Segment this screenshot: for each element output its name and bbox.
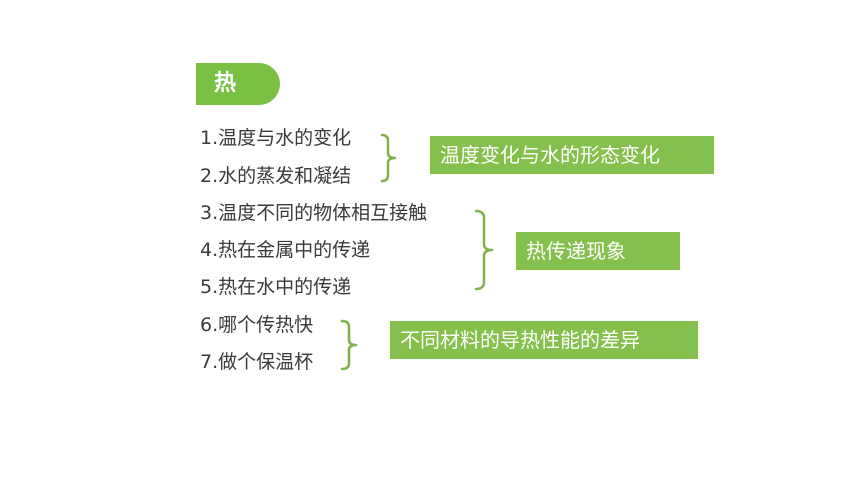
list-item-1: 1.温度与水的变化 <box>200 127 352 149</box>
group-label-2: 热传递现象 <box>516 232 680 270</box>
list-item-2: 2.水的蒸发和凝结 <box>200 165 352 187</box>
list-item-4: 4.热在金属中的传递 <box>200 239 371 261</box>
brace-group-2 <box>474 209 494 291</box>
list-item-7: 7.做个保温杯 <box>200 351 314 373</box>
page-title: 热 <box>196 63 280 105</box>
list-item-3: 3.温度不同的物体相互接触 <box>200 202 428 224</box>
list-item-5: 5.热在水中的传递 <box>200 276 352 298</box>
list-item-6: 6.哪个传热快 <box>200 314 314 336</box>
group-label-1: 温度变化与水的形态变化 <box>430 136 714 174</box>
group-label-3: 不同材料的导热性能的差异 <box>390 321 698 359</box>
brace-group-3 <box>340 319 358 371</box>
brace-group-1 <box>380 133 397 183</box>
